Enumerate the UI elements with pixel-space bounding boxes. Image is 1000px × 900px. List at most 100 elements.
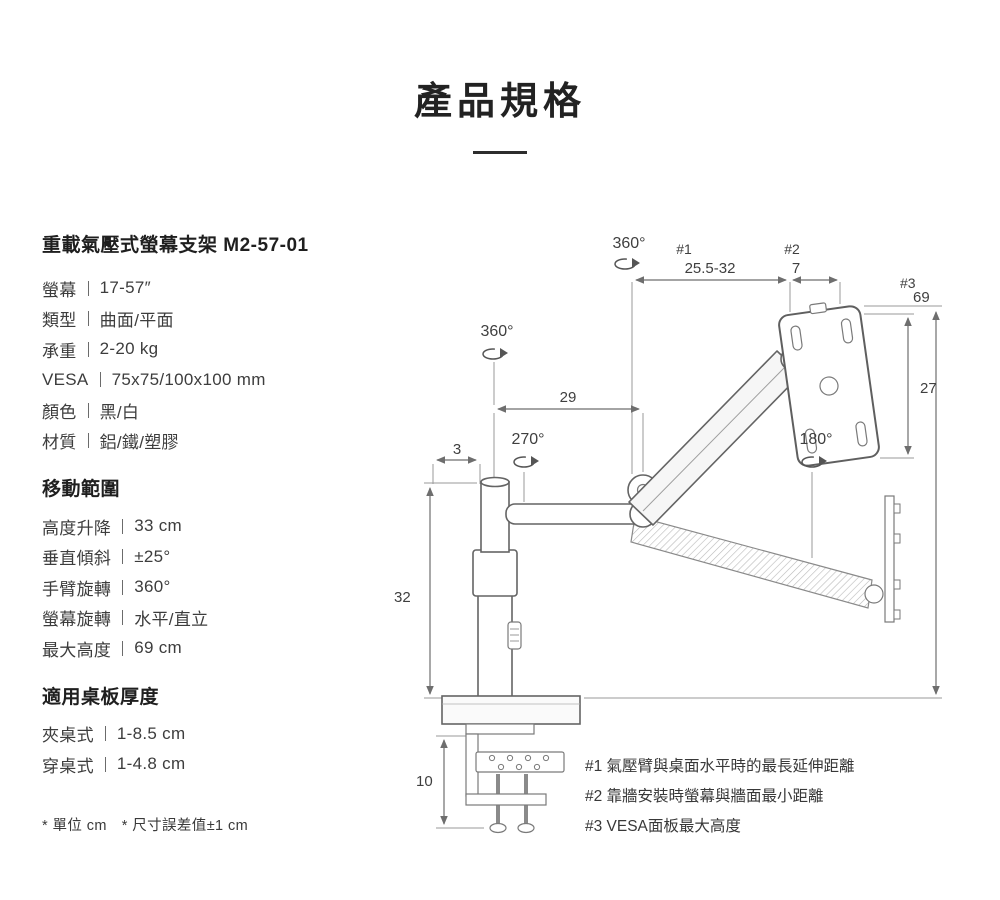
- dim-clamp-range: 10: [416, 773, 433, 790]
- plate-hook: [893, 503, 901, 514]
- pole-rotation-label: 360°: [480, 323, 513, 340]
- plate-hole: [524, 754, 532, 762]
- vesa-center-hole: [819, 376, 839, 396]
- spec-value: 黑/白: [99, 402, 140, 422]
- dim-plate-height: 27: [920, 380, 937, 397]
- spec-label: 承重: [42, 341, 77, 361]
- dim-tag-3: #3: [900, 275, 916, 291]
- pole-lower-tube: [477, 593, 513, 701]
- rotation-icon: [482, 347, 509, 360]
- dim-arm-offset: 29: [560, 389, 577, 406]
- spec-label: 夾桌式: [42, 726, 94, 746]
- plate-hole: [506, 754, 514, 762]
- divider: [122, 640, 124, 656]
- divider: [122, 518, 124, 534]
- dim-tag-2: #2: [784, 241, 800, 257]
- spec-label: 顏色: [42, 402, 77, 422]
- dim-tag-1: #1: [676, 241, 692, 257]
- title-divider: [473, 151, 527, 154]
- spec-value: 69 cm: [134, 638, 182, 658]
- clamp-bottom-arm: [465, 793, 547, 806]
- divider: [122, 610, 124, 626]
- spec-value: 曲面/平面: [99, 311, 174, 331]
- elbow-rotation-label: 270°: [511, 431, 544, 448]
- plate-hole: [497, 763, 505, 771]
- spec-label: 螢幕旋轉: [42, 610, 112, 630]
- edge-on-plate: [884, 495, 895, 623]
- vesa-slot: [840, 318, 854, 344]
- rotation-icon: [614, 257, 641, 270]
- divider: [87, 433, 89, 449]
- rotation-icon: [513, 455, 540, 468]
- spec-row-vesa: VESA 75x75/100x100 mm: [42, 365, 397, 396]
- spec-value: 75x75/100x100 mm: [111, 369, 266, 389]
- desk-surface: [441, 695, 581, 725]
- pole-group: [472, 476, 522, 701]
- spec-row-type: 類型曲面/平面: [42, 304, 397, 335]
- product-name: 重載氣壓式螢幕支架 M2-57-01: [42, 235, 309, 256]
- divider: [122, 579, 124, 595]
- clamp-knob-left: [489, 822, 507, 834]
- divider: [99, 372, 101, 388]
- vesa-slot: [790, 325, 803, 351]
- plate-hook: [893, 609, 901, 620]
- spec-label: 垂直傾斜: [42, 549, 112, 569]
- range-end-joint: [864, 584, 884, 604]
- divider: [104, 726, 106, 742]
- footnote: * 單位 cm * 尺寸誤差值±1 cm: [42, 817, 249, 834]
- vesa-plate-group: [778, 302, 880, 467]
- monitor-arm-diagram: 360° 360° 270° 180° #1 25.5-32 #2 7 #3 6…: [394, 235, 942, 835]
- divider: [122, 549, 124, 565]
- spec-row-material: 材質 鋁/鐵/塑膠: [42, 426, 397, 457]
- desk-clamp-group: [441, 695, 581, 834]
- arm-group: [505, 347, 804, 528]
- spec-label: VESA: [42, 369, 89, 389]
- plate-hole: [533, 763, 541, 771]
- arm-range-group: [630, 495, 901, 623]
- dim-wall-distance: 7: [792, 260, 800, 277]
- pole-upper-tube: [480, 481, 510, 553]
- clamp-top-bracket: [465, 723, 535, 735]
- spec-label: 高度升降: [42, 518, 112, 538]
- quick-release-tab: [809, 302, 827, 315]
- dim-extension-reach: 25.5-32: [685, 260, 736, 277]
- spec-row-load: 承重 2-20 kg: [42, 334, 397, 365]
- forearm-link: [505, 503, 645, 525]
- plate-hole: [515, 763, 523, 771]
- spec-row-screen-rotate: 螢幕旋轉 水平/直立: [42, 603, 397, 634]
- spec-label: 螢幕: [42, 280, 77, 300]
- pole-cap: [480, 476, 510, 488]
- arm-seam: [642, 364, 788, 512]
- plate-hole: [488, 754, 496, 762]
- spec-label: 最大高度: [42, 640, 112, 660]
- plate-hook: [893, 579, 901, 590]
- spec-label: 穿桌式: [42, 756, 94, 776]
- spec-value: 2-20 kg: [99, 339, 159, 359]
- divider: [87, 311, 89, 327]
- plate-hole: [542, 754, 550, 762]
- divider: [87, 341, 89, 357]
- note-line: #3 VESA面板最大高度: [585, 817, 741, 835]
- range-arm: [630, 515, 873, 609]
- vesa-slot: [804, 428, 818, 454]
- note-line: #1 氣壓臂與桌面水平時的最長延伸距離: [585, 757, 855, 775]
- divider: [87, 402, 89, 418]
- page-title: 產品規格: [413, 81, 586, 123]
- dimension-lines: [426, 276, 940, 825]
- spec-label: 手臂旋轉: [42, 579, 112, 599]
- spec-label: 材質: [42, 433, 77, 453]
- spec-value: 水平/直立: [134, 610, 209, 630]
- spec-value: 33 cm: [134, 516, 182, 536]
- pole-collar: [472, 549, 518, 597]
- dim-pole-height: 32: [394, 589, 411, 606]
- spec-value: 鋁/鐵/塑膠: [99, 433, 179, 453]
- desk-thickness-heading: 適用桌板厚度: [42, 686, 160, 708]
- dimension-labels: #1 25.5-32 #2 7 #3 69 27 29 3 32 10: [394, 241, 937, 790]
- spec-row-max-height: 最大高度 69 cm: [42, 633, 397, 664]
- plate-hook: [893, 533, 901, 544]
